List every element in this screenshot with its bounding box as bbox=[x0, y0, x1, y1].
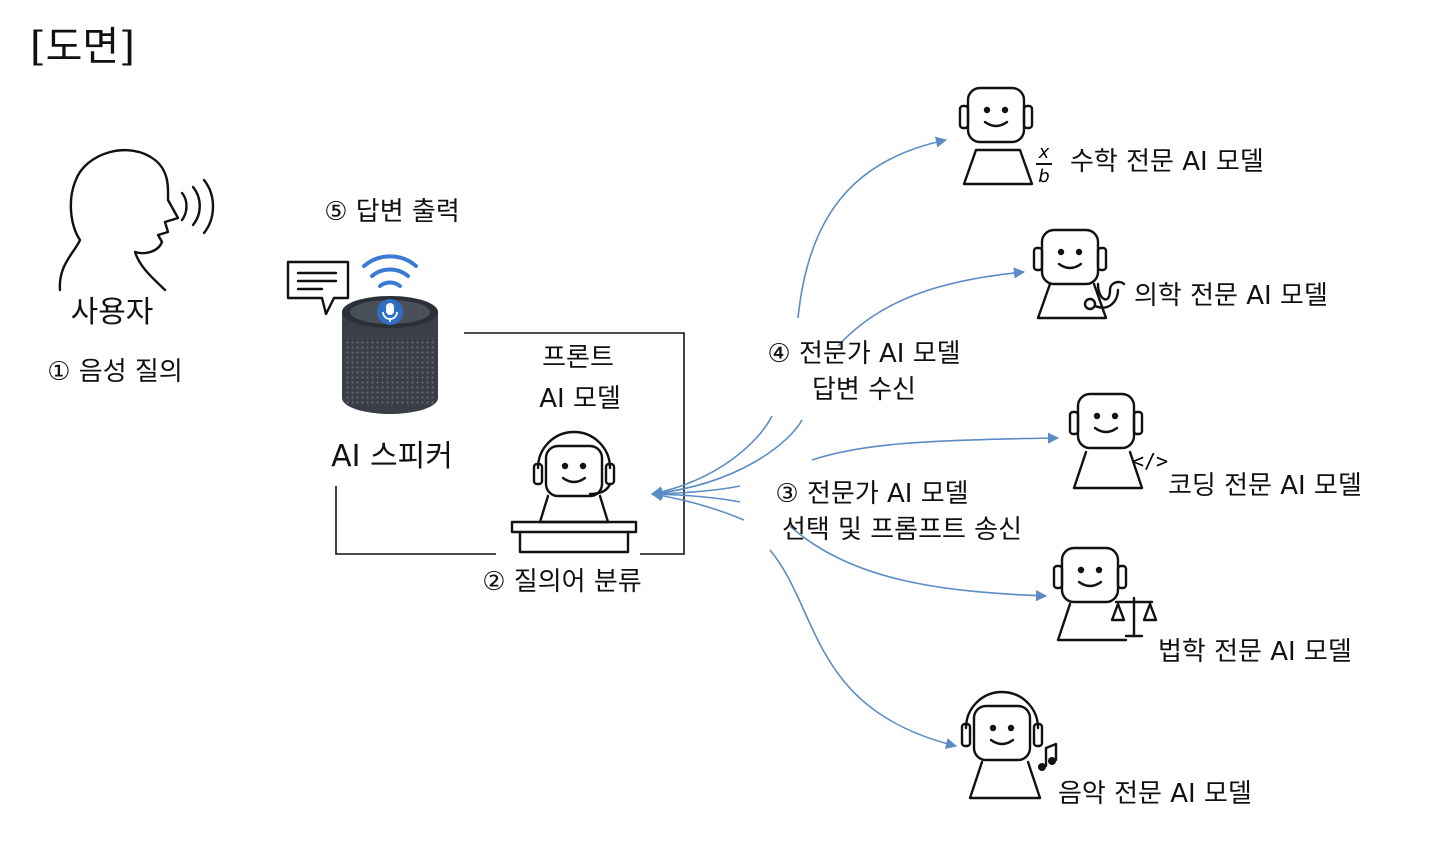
arrow-to-math bbox=[797, 136, 948, 319]
front-model-label-line2: AI 모델 bbox=[539, 384, 621, 414]
svg-text:</>: </> bbox=[1132, 449, 1168, 473]
arrow-to-coding bbox=[811, 432, 1060, 461]
arrow-to-music bbox=[769, 549, 958, 750]
figure-title: [도면] bbox=[30, 24, 135, 70]
music-expert-robot-icon bbox=[960, 690, 1044, 800]
coding-expert-robot-icon bbox=[1068, 392, 1144, 490]
chat-bubble-icon bbox=[286, 260, 350, 316]
code-icon: </> bbox=[1132, 449, 1168, 473]
arrow-from-music bbox=[650, 490, 745, 521]
arrow-from-coding bbox=[650, 485, 741, 500]
front-model-robot-icon bbox=[510, 430, 638, 554]
expert-label-medical: 의학 전문 AI 모델 bbox=[1134, 281, 1328, 311]
arrow-from-law bbox=[650, 488, 741, 503]
math-fraction-icon: x b bbox=[1036, 142, 1052, 187]
step4-label-line1: ④ 전문가 AI 모델 bbox=[767, 339, 960, 369]
expert-label-music: 음악 전문 AI 모델 bbox=[1058, 779, 1252, 809]
expert-label-math: 수학 전문 AI 모델 bbox=[1070, 147, 1264, 177]
smart-speaker-icon bbox=[342, 296, 438, 414]
front-model-enclosure bbox=[335, 332, 685, 555]
law-expert-robot-icon bbox=[1052, 546, 1128, 642]
expert-label-coding: 코딩 전문 AI 모델 bbox=[1168, 471, 1362, 501]
expert-label-law: 법학 전문 AI 모델 bbox=[1158, 637, 1352, 667]
step1-label: ① 음성 질의 bbox=[47, 357, 183, 387]
scales-icon bbox=[1110, 596, 1158, 638]
step3-label-line2: 선택 및 프롬프트 송신 bbox=[782, 515, 1022, 545]
step4-label-line2: 답변 수신 bbox=[812, 375, 916, 405]
user-head-icon bbox=[58, 149, 215, 292]
stethoscope-icon bbox=[1083, 280, 1126, 311]
svg-text:b: b bbox=[1038, 166, 1049, 187]
arrow-to-medical bbox=[837, 267, 1026, 347]
step3-label-line1: ③ 전문가 AI 모델 bbox=[775, 479, 968, 509]
wifi-icon bbox=[362, 254, 418, 288]
math-expert-robot-icon bbox=[958, 86, 1034, 186]
routing-arrows bbox=[650, 136, 1060, 750]
front-model-label-line1: 프론트 bbox=[542, 343, 614, 373]
step2-label: ② 질의어 분류 bbox=[482, 567, 641, 597]
arrow-to-law bbox=[789, 525, 1048, 602]
music-note-icon bbox=[1038, 742, 1058, 771]
arrow-from-medical bbox=[650, 419, 803, 499]
user-label: 사용자 bbox=[71, 295, 154, 330]
step5-label: ⑤ 답변 출력 bbox=[324, 197, 460, 227]
svg-text:x: x bbox=[1038, 142, 1050, 163]
arrow-from-math bbox=[650, 415, 773, 498]
speaker-label: AI 스피커 bbox=[331, 439, 453, 474]
medical-expert-robot-icon bbox=[1032, 228, 1108, 320]
